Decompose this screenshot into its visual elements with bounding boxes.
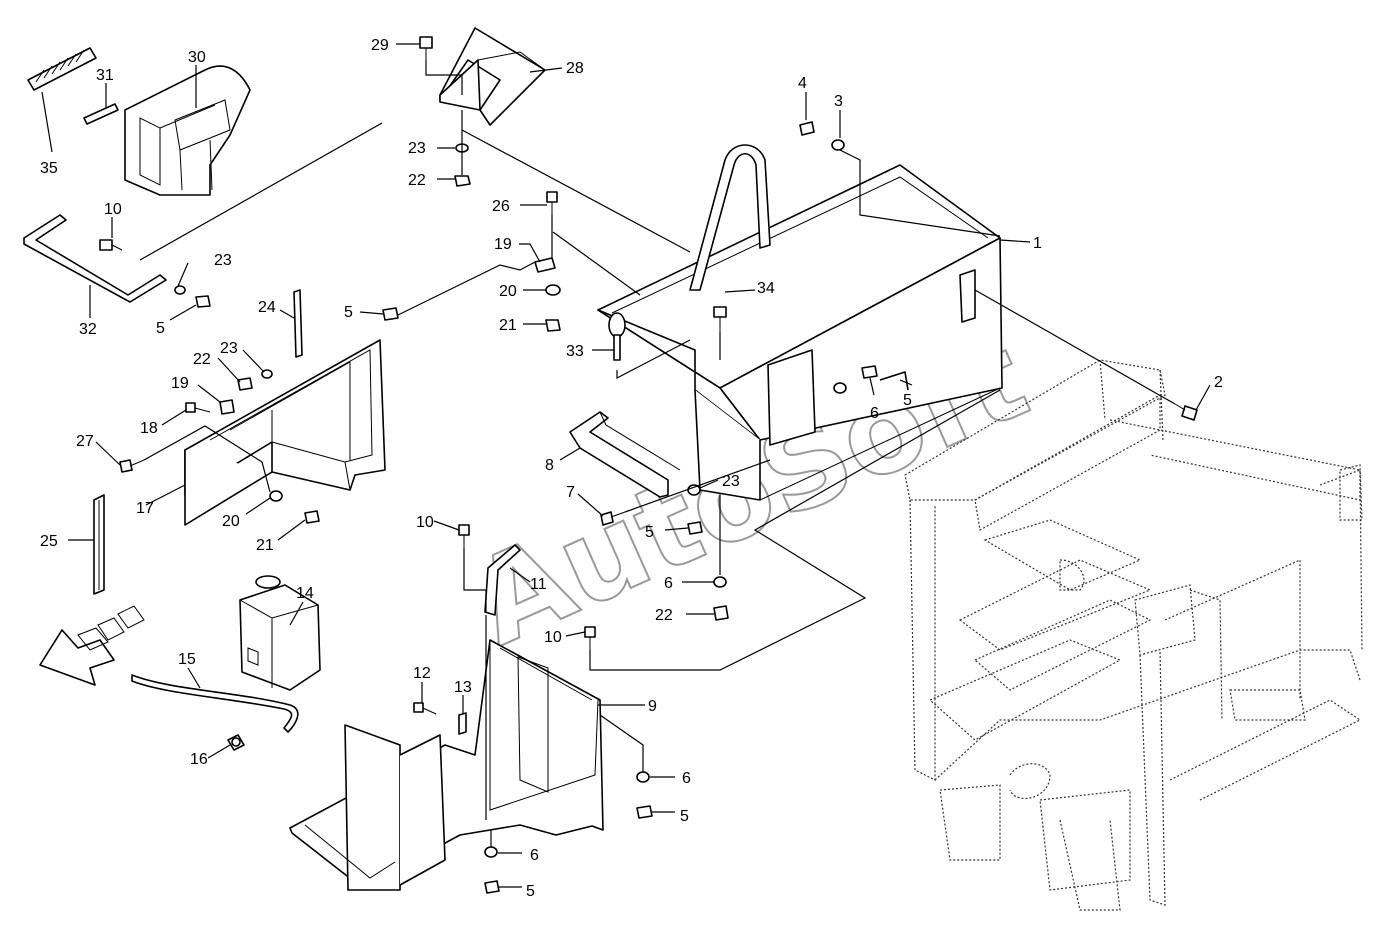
callout-1: 1 [1033, 235, 1042, 252]
callout-23-panel: 23 [220, 340, 238, 357]
callout-7: 7 [566, 484, 575, 501]
bar-32 [23, 214, 167, 303]
callout-28: 28 [566, 60, 584, 77]
callout-23-top: 23 [408, 140, 426, 157]
callout-22-mid: 22 [655, 607, 673, 624]
gas-spring-24 [293, 289, 303, 358]
callout-8: 8 [545, 457, 554, 474]
wheel-chock-30 [124, 65, 251, 196]
callout-6-mid: 6 [664, 575, 673, 592]
tray-frame-9 [289, 639, 604, 891]
callout-33: 33 [566, 343, 584, 360]
callout-16: 16 [190, 751, 208, 768]
callout-9: 9 [648, 698, 657, 715]
callout-2: 2 [1214, 374, 1223, 391]
callout-labels: 29 28 30 31 35 4 3 1 23 22 26 19 20 21 3… [40, 37, 1223, 900]
callout-22-top: 22 [408, 172, 426, 189]
valve-16 [227, 734, 245, 751]
callout-18: 18 [140, 420, 158, 437]
callout-32: 32 [79, 321, 97, 338]
callout-25: 25 [40, 533, 58, 550]
callout-14: 14 [296, 585, 314, 602]
callout-29: 29 [371, 37, 389, 54]
machine-frame [904, 359, 1363, 911]
bracket-11 [484, 544, 521, 616]
callout-31: 31 [96, 67, 114, 84]
shield-28 [439, 27, 546, 126]
callout-5-mid: 5 [344, 304, 353, 321]
eye-bolt-33 [608, 312, 626, 361]
leader-lines [41, 43, 1211, 888]
callout-23-bracket: 23 [722, 473, 740, 490]
warning-arrow-sticker [39, 605, 145, 686]
callout-23-bar: 23 [214, 252, 232, 269]
callout-27: 27 [76, 433, 94, 450]
callout-10-bar: 10 [104, 201, 122, 218]
callout-30: 30 [188, 49, 206, 66]
callout-10-mid: 10 [416, 514, 434, 531]
callout-6-bottom: 6 [530, 847, 539, 864]
callout-15: 15 [178, 651, 196, 668]
callout-26: 26 [492, 198, 510, 215]
callout-13: 13 [454, 679, 472, 696]
spring-31 [83, 103, 119, 125]
bracket-8 [569, 411, 681, 498]
callout-6-tray: 6 [682, 770, 691, 787]
callout-17: 17 [136, 500, 154, 517]
hose-15 [131, 674, 299, 733]
callout-4: 4 [798, 75, 807, 92]
callout-19-top: 19 [494, 236, 512, 253]
callout-20-panel: 20 [222, 513, 240, 530]
spring-35 [27, 47, 97, 91]
callout-5-box: 5 [903, 392, 912, 409]
water-tank-14 [239, 575, 321, 691]
callout-5-bar: 5 [156, 320, 165, 337]
callout-24: 24 [258, 299, 276, 316]
callout-5-bracket: 5 [645, 524, 654, 541]
callout-3: 3 [834, 93, 843, 110]
callout-22-panel: 22 [193, 351, 211, 368]
hardware [99, 36, 1198, 894]
callout-12: 12 [413, 665, 431, 682]
callout-10-tray: 10 [544, 629, 562, 646]
callout-34: 34 [757, 280, 775, 297]
callout-21-top: 21 [499, 317, 517, 334]
callout-5-tray: 5 [680, 808, 689, 825]
callout-5-bottom: 5 [526, 883, 535, 900]
strip-25 [93, 494, 105, 595]
callout-6-box: 6 [870, 405, 879, 422]
callout-11: 11 [530, 576, 547, 593]
callout-35: 35 [40, 160, 58, 177]
panel-17 [184, 339, 386, 526]
callout-19-panel: 19 [171, 375, 189, 392]
callout-20-top: 20 [499, 283, 517, 300]
callout-21-panel: 21 [256, 537, 274, 554]
